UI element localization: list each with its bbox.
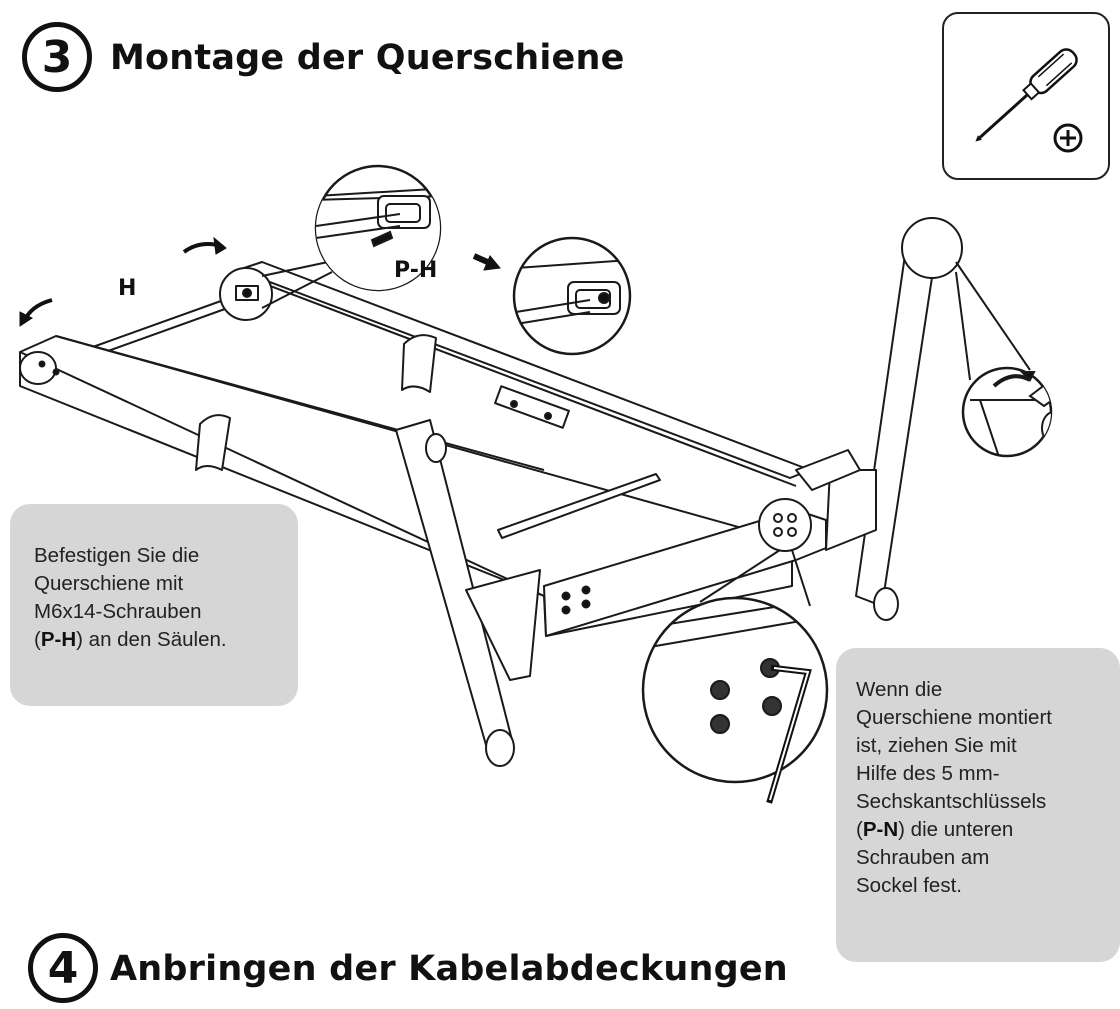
right-leg (855, 237, 939, 607)
phillips-screwdriver-icon (975, 48, 1083, 153)
detail-circle-mounted (512, 236, 632, 356)
step-4-title: Anbringen der Kabelabdeckungen (110, 949, 788, 989)
tool-box (942, 12, 1110, 180)
part-code-ph: P-H (40, 628, 77, 651)
note-mount-cross-rail: Befestigen Sie die Querschiene mit M6x14… (10, 504, 298, 706)
part-code-pn: P-N (862, 818, 899, 841)
step-3-title: Montage der Querschiene (110, 38, 625, 78)
step-4-number: 4 (28, 933, 98, 1003)
detail-circle-caster (961, 366, 1053, 458)
rail-label-h: H (116, 276, 139, 301)
rotation-arrows (19, 236, 501, 327)
note-tighten-screws: Wenn die Querschiene montiert ist, ziehe… (836, 648, 1120, 962)
detail-circle-bolts (641, 596, 829, 804)
detail-circle-screw (314, 164, 442, 292)
step-3-number: 3 (22, 22, 92, 92)
screw-label-ph: P-H (394, 258, 438, 283)
